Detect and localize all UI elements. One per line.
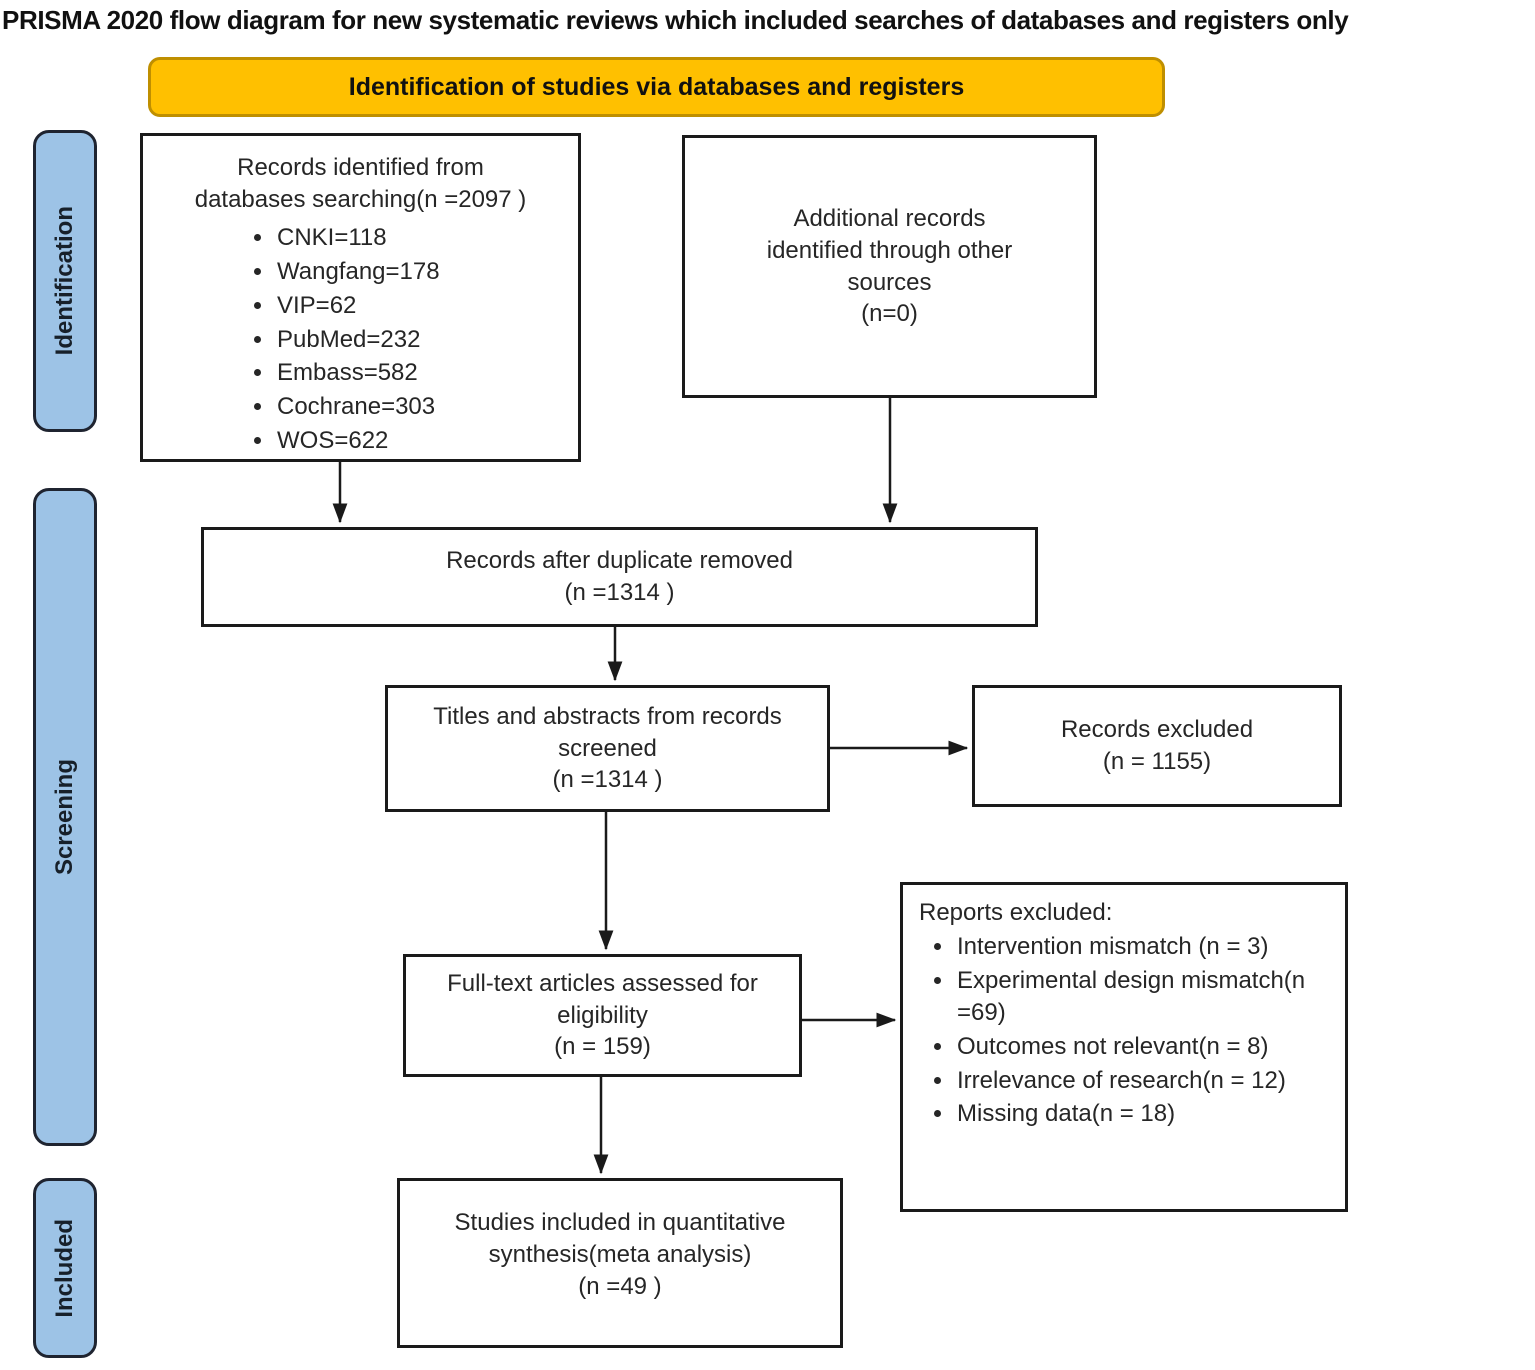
exclusion-reason-list: Intervention mismatch (n = 3) Experiment… bbox=[919, 931, 1329, 1130]
box-reports-excluded-title: Reports excluded: bbox=[919, 899, 1113, 926]
db-count-item: Embass=582 bbox=[275, 357, 578, 389]
box-fulltext-eligibility: Full-text articles assessed for eligibil… bbox=[403, 954, 802, 1077]
box-reports-excluded: Reports excluded: Intervention mismatch … bbox=[900, 882, 1348, 1212]
box-studies-included: Studies included in quantitative synthes… bbox=[397, 1178, 843, 1348]
box-fulltext-eligibility-line: Full-text articles assessed for bbox=[447, 969, 758, 997]
box-studies-included-line: Studies included in quantitative bbox=[454, 1209, 786, 1236]
box-fulltext-eligibility-line: (n = 159) bbox=[554, 1033, 651, 1061]
box-titles-abstracts-screened-line: Titles and abstracts from records bbox=[433, 702, 782, 730]
db-count-item: PubMed=232 bbox=[275, 324, 578, 356]
db-count-item: WOS=622 bbox=[275, 425, 578, 457]
box-duplicates-removed-line: (n =1314 ) bbox=[564, 579, 675, 606]
stage-identification-label: Identification bbox=[51, 206, 78, 356]
box-records-identified-line: Records identified from bbox=[237, 154, 484, 181]
box-records-excluded: Records excluded (n = 1155) bbox=[972, 685, 1342, 807]
box-titles-abstracts-screened-line: screened bbox=[558, 734, 657, 762]
box-studies-included-line: synthesis(meta analysis) bbox=[488, 1240, 752, 1268]
db-count-item: CNKI=118 bbox=[275, 222, 578, 254]
box-duplicates-removed-line: Records after duplicate removed bbox=[446, 547, 793, 575]
exclusion-reason-item: Missing data(n = 18) bbox=[955, 1098, 1329, 1130]
box-additional-records: Additional records identified through ot… bbox=[682, 135, 1097, 398]
database-count-list: CNKI=118 Wangfang=178 VIP=62 PubMed=232 … bbox=[143, 220, 578, 459]
box-fulltext-eligibility-line: eligibility bbox=[557, 1001, 648, 1029]
box-additional-records-line: identified through other bbox=[766, 236, 1013, 264]
box-records-excluded-line: Records excluded bbox=[1060, 716, 1254, 744]
box-records-identified: Records identified from databases search… bbox=[140, 133, 581, 462]
db-count-item: Cochrane=303 bbox=[275, 391, 578, 423]
box-titles-abstracts-screened-line: (n =1314 ) bbox=[552, 766, 663, 794]
box-duplicates-removed: Records after duplicate removed (n =1314… bbox=[201, 527, 1038, 627]
section-banner-label: Identification of studies via databases … bbox=[348, 72, 965, 101]
exclusion-reason-item: Outcomes not relevant(n = 8) bbox=[955, 1031, 1329, 1063]
box-titles-abstracts-screened: Titles and abstracts from records screen… bbox=[385, 685, 830, 812]
page-title: PRISMA 2020 flow diagram for new systema… bbox=[2, 5, 1349, 35]
box-studies-included-line: (n =49 ) bbox=[578, 1272, 662, 1300]
box-additional-records-line: Additional records bbox=[793, 204, 986, 232]
db-count-item: Wangfang=178 bbox=[275, 256, 578, 288]
box-records-excluded-line: (n = 1155) bbox=[1102, 748, 1212, 775]
exclusion-reason-item: Irrelevance of research(n = 12) bbox=[955, 1065, 1329, 1097]
stage-included-label: Included bbox=[51, 1218, 78, 1318]
stage-screening: Screening bbox=[33, 488, 97, 1146]
exclusion-reason-item: Experimental design mismatch(n =69) bbox=[955, 965, 1329, 1029]
box-additional-records-line: (n=0) bbox=[861, 300, 918, 328]
exclusion-reason-item: Intervention mismatch (n = 3) bbox=[955, 931, 1329, 963]
stage-screening-label: Screening bbox=[51, 758, 78, 876]
box-additional-records-line: sources bbox=[847, 268, 932, 296]
stage-identification: Identification bbox=[33, 130, 97, 432]
section-banner: Identification of studies via databases … bbox=[148, 57, 1165, 117]
box-records-identified-line: databases searching(n =2097 ) bbox=[194, 185, 527, 213]
stage-included: Included bbox=[33, 1178, 97, 1358]
db-count-item: VIP=62 bbox=[275, 290, 578, 322]
